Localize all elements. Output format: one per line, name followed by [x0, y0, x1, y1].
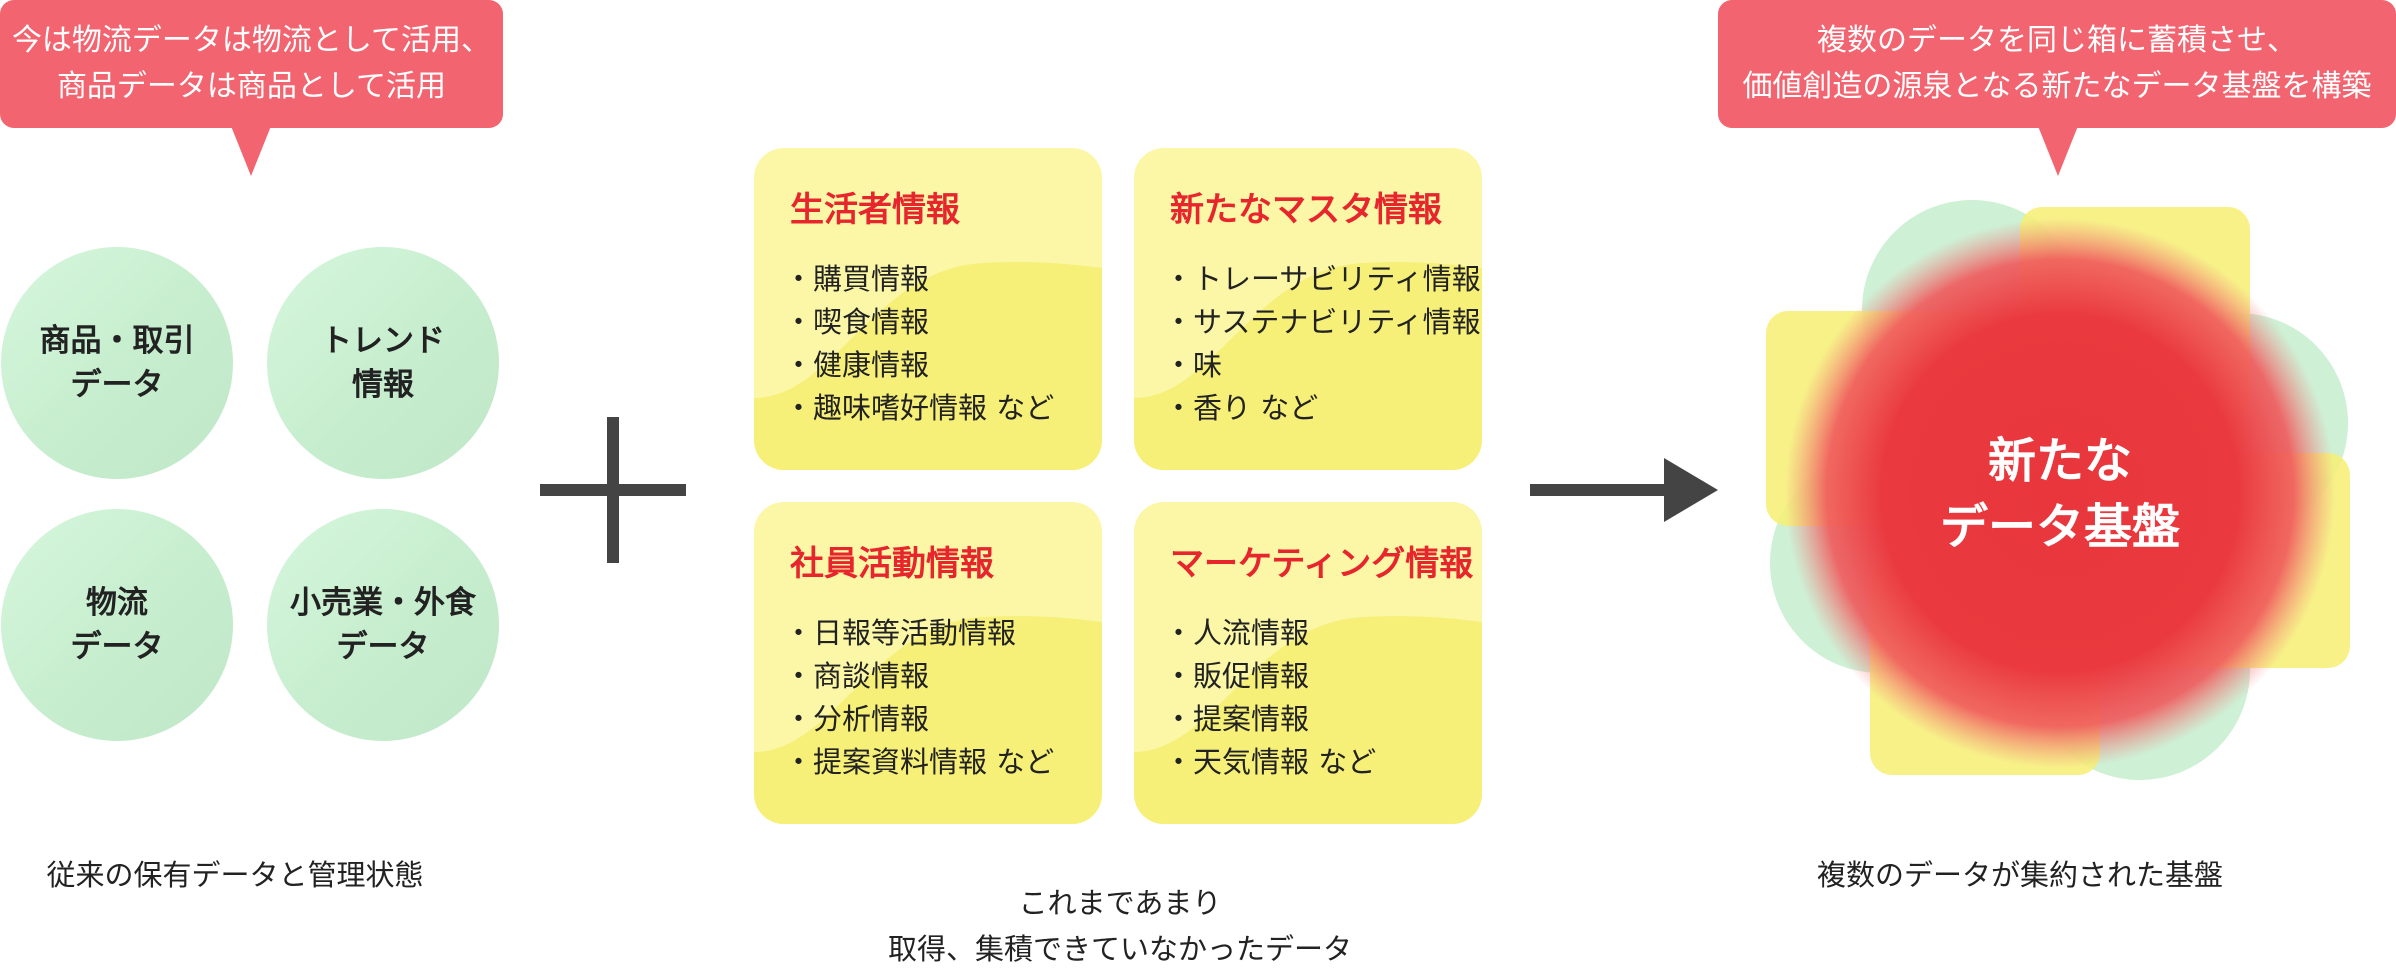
- circle-label-line: 物流: [86, 585, 148, 621]
- circle-label-line: 小売業・外食: [290, 585, 476, 621]
- card-item: ・提案資料情報 など: [784, 745, 1055, 779]
- card-title: マーケティング情報: [1170, 544, 1474, 584]
- card-item: ・人流情報: [1164, 616, 1310, 650]
- platform-center-line-2: データ基盤: [1939, 499, 2180, 555]
- platform-center-line-1: 新たな: [1987, 433, 2132, 489]
- card-item: ・味: [1164, 348, 1223, 382]
- circle-logistics-data: 物流 データ: [1, 509, 233, 741]
- circle-label-line: データ: [70, 629, 164, 665]
- circle-retail-food-data: 小売業・外食 データ: [267, 509, 499, 741]
- middle-caption-line-2: 取得、集積できていなかったデータ: [887, 932, 1352, 966]
- card-wave-decoration: [754, 616, 1102, 824]
- card-marketing-info: マーケティング情報 ・人流情報 ・販促情報 ・提案情報 ・天気情報 など: [1134, 502, 1482, 824]
- left-bubble-line-1: 今は物流データは物流として活用、: [11, 23, 492, 58]
- left-speech-bubble: 今は物流データは物流として活用、 商品データは商品として活用: [0, 0, 503, 176]
- data-platform-graphic: [1766, 200, 2350, 780]
- card-item-list: ・人流情報 ・販促情報 ・提案情報 ・天気情報 など: [1164, 612, 1376, 784]
- card-item-list: ・購買情報 ・喫食情報 ・健康情報 ・趣味嗜好情報 など: [784, 258, 1054, 430]
- card-item: ・趣味嗜好情報 など: [784, 391, 1055, 425]
- right-caption: 複数のデータが集約された基盤: [1816, 858, 2223, 892]
- card-consumer-info: 生活者情報 ・購買情報 ・喫食情報 ・健康情報 ・趣味嗜好情報 など: [754, 148, 1102, 470]
- left-bubble-line-2: 商品データは商品として活用: [56, 69, 447, 104]
- circle-label-line: 商品・取引: [39, 323, 195, 359]
- right-speech-bubble: 複数のデータを同じ箱に蓄積させ、 価値創造の源泉となる新たなデータ基盤を構築: [1718, 0, 2396, 176]
- platform-core: [1785, 218, 2335, 768]
- plus-icon: [540, 417, 686, 563]
- card-item: ・提案情報: [1164, 702, 1310, 736]
- arrow-right-icon: [1530, 458, 1718, 522]
- card-item: ・サステナビリティ情報: [1164, 305, 1481, 339]
- middle-caption: これまであまり 取得、集積できていなかったデータ: [790, 880, 1450, 972]
- card-title: 社員活動情報: [790, 544, 994, 584]
- circle-label-line: データ: [70, 367, 164, 403]
- card-title: 新たなマスタ情報: [1170, 190, 1442, 230]
- circle-trend-info: トレンド 情報: [267, 247, 499, 479]
- card-item-list: ・トレーサビリティ情報 ・サステナビリティ情報 ・味 ・香り など: [1164, 258, 1481, 430]
- card-item: ・トレーサビリティ情報: [1164, 262, 1481, 296]
- left-bubble-tail: [231, 126, 271, 176]
- card-item: ・天気情報 など: [1164, 745, 1377, 779]
- card-wave-decoration: [1134, 262, 1482, 470]
- platform-center-label: 新たな データ基盤: [1930, 428, 2190, 560]
- card-item-list: ・日報等活動情報 ・商談情報 ・分析情報 ・提案資料情報 など: [784, 612, 1054, 784]
- card-wave-decoration: [754, 262, 1102, 470]
- card-item: ・健康情報: [784, 348, 930, 382]
- card-item: ・香り など: [1164, 391, 1319, 425]
- left-caption: 従来の保有データと管理状態: [46, 858, 424, 892]
- circle-label-line: 情報: [352, 367, 414, 403]
- right-bubble-line-1: 複数のデータを同じ箱に蓄積させ、: [1817, 23, 2297, 58]
- circle-label-line: データ: [336, 629, 430, 665]
- circle-label-line: トレンド: [321, 323, 445, 359]
- card-item: ・購買情報: [784, 262, 930, 296]
- right-bubble-tail: [2038, 126, 2078, 176]
- card-wave-decoration: [1134, 616, 1482, 824]
- middle-caption-line-1: これまであまり: [1018, 886, 1222, 920]
- card-item: ・販促情報: [1164, 659, 1310, 693]
- right-bubble-line-2: 価値創造の源泉となる新たなデータ基盤を構築: [1742, 69, 2372, 104]
- card-new-master-info: 新たなマスタ情報 ・トレーサビリティ情報 ・サステナビリティ情報 ・味 ・香り …: [1134, 148, 1482, 470]
- card-item: ・喫食情報: [784, 305, 930, 339]
- card-item: ・商談情報: [784, 659, 930, 693]
- card-item: ・分析情報: [784, 702, 930, 736]
- card-title: 生活者情報: [790, 190, 960, 230]
- circle-product-transaction-data: 商品・取引 データ: [1, 247, 233, 479]
- card-employee-activity-info: 社員活動情報 ・日報等活動情報 ・商談情報 ・分析情報 ・提案資料情報 など: [754, 502, 1102, 824]
- card-item: ・日報等活動情報: [784, 616, 1017, 650]
